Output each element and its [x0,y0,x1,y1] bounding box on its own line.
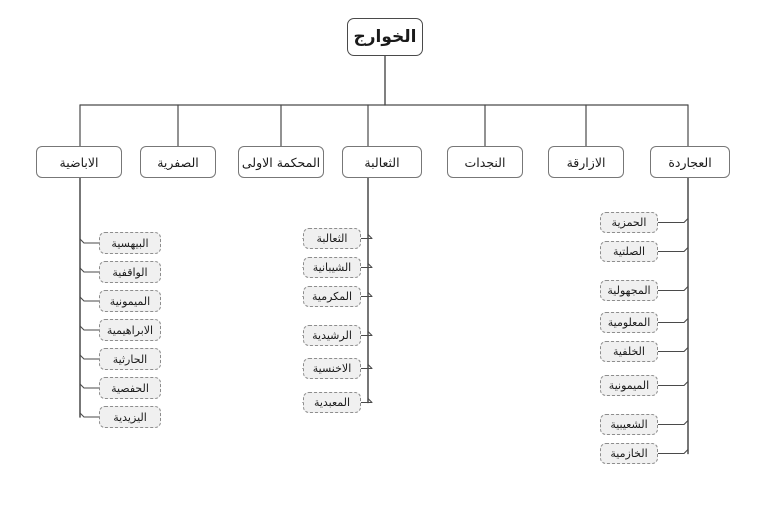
root-node[interactable]: الخوارج [347,18,423,56]
leaf-node-4-3[interactable]: المكرمية [303,286,361,307]
leaf-node-7-1[interactable]: الحمزية [600,212,658,233]
node-label: الابراهيمية [106,323,154,337]
leaf-node-7-6[interactable]: الميمونية [600,375,658,396]
node-label: الثعالبة [316,232,348,245]
node-label: العجاردة [668,154,712,170]
branch-node-5[interactable]: النجدات [447,146,523,178]
node-label: الاباضية [59,154,99,170]
node-label: الازارقة [566,154,606,170]
node-label: المكرمية [311,290,353,303]
node-label: الرشيدية [312,329,352,342]
leaf-node-1-2[interactable]: الواقفية [99,261,161,283]
node-label: الشيبانية [312,261,352,274]
node-label: الخلفية [613,345,645,358]
leaf-node-4-6[interactable]: المعبدية [303,392,361,413]
leaf-node-7-2[interactable]: الصلتية [600,241,658,262]
node-label: الميمونية [109,294,151,308]
leaf-node-7-3[interactable]: المجهولية [600,280,658,301]
leaf-node-7-4[interactable]: المعلومية [600,312,658,333]
node-label: الواقفية [112,265,148,279]
node-label: المعبدية [313,396,351,409]
leaf-node-1-3[interactable]: الميمونية [99,290,161,312]
leaf-node-4-2[interactable]: الشيبانية [303,257,361,278]
leaf-node-4-5[interactable]: الاخنسية [303,358,361,379]
leaf-node-1-7[interactable]: اليزيدية [99,406,161,428]
leaf-node-1-6[interactable]: الحفصية [99,377,161,399]
branch-node-7[interactable]: العجاردة [650,146,730,178]
node-label: الصفرية [157,154,199,170]
node-label: الميمونية [608,379,650,392]
leaf-node-4-1[interactable]: الثعالبة [303,228,361,249]
leaf-node-7-5[interactable]: الخلفية [600,341,658,362]
leaf-node-4-4[interactable]: الرشيدية [303,325,361,346]
node-label: المحكمة الاولى [241,154,321,170]
branch-node-4[interactable]: الثعالبة [342,146,422,178]
branch-node-2[interactable]: الصفرية [140,146,216,178]
branch-node-3[interactable]: المحكمة الاولى [238,146,324,178]
node-label: الحفصية [111,381,149,395]
leaf-node-7-8[interactable]: الخازمية [600,443,658,464]
branch-node-6[interactable]: الازارقة [548,146,624,178]
node-label: الثعالبة [364,154,400,170]
node-label: الشعيبية [610,418,648,431]
node-label: النجدات [464,154,506,170]
node-label: الخازمية [610,447,648,460]
leaf-node-7-7[interactable]: الشعيبية [600,414,658,435]
node-label: المجهولية [607,284,651,297]
node-label: الصلتية [612,245,646,258]
node-label: الحارثية [112,352,148,366]
node-label: الحمزية [611,216,647,229]
node-label: اليزيدية [113,410,147,424]
node-label: البيهسية [111,236,149,250]
node-label: المعلومية [607,316,651,329]
node-label: الخوارج [353,27,417,47]
node-label: الاخنسية [312,362,352,375]
branch-node-1[interactable]: الاباضية [36,146,122,178]
leaf-node-1-1[interactable]: البيهسية [99,232,161,254]
leaf-node-1-4[interactable]: الابراهيمية [99,319,161,341]
leaf-node-1-5[interactable]: الحارثية [99,348,161,370]
